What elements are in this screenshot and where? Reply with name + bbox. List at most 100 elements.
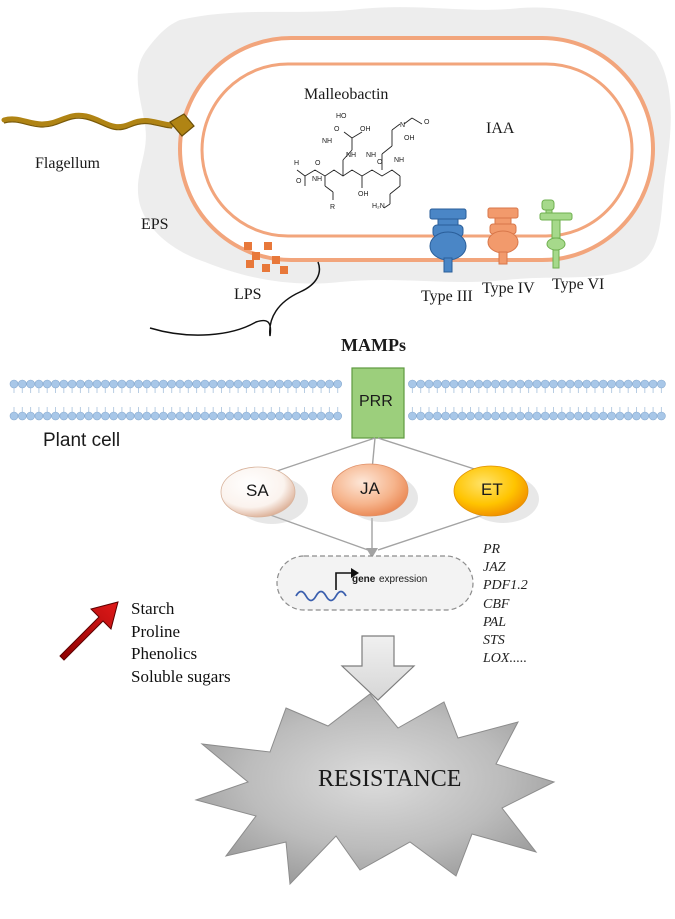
signaling-connectors <box>261 437 493 551</box>
gene-item: PAL <box>483 614 507 630</box>
metabolite-item: Phenolics <box>131 644 198 663</box>
lipid-head <box>275 379 284 389</box>
atom-label: OH <box>360 126 371 133</box>
lipid-head <box>101 379 110 389</box>
lipid-head <box>117 411 127 421</box>
lipid-head <box>225 411 235 421</box>
lipid-head <box>109 379 118 389</box>
plant-membrane <box>9 379 666 421</box>
lipid-head <box>449 411 459 421</box>
atom-label: NH <box>322 138 332 145</box>
lipid-head <box>134 379 143 389</box>
lipid-head <box>258 379 268 389</box>
promoter-arrowhead-icon <box>351 568 359 578</box>
lipid-head <box>184 379 193 389</box>
lipid-head <box>590 379 600 389</box>
lipid-head <box>657 411 666 421</box>
lipid-head <box>574 379 583 389</box>
lipid-head <box>34 411 44 421</box>
lipid-head <box>266 379 276 389</box>
lipid-head <box>101 411 110 421</box>
lipid-head <box>499 379 509 389</box>
lipid-head <box>308 379 318 389</box>
lipid-head <box>92 379 102 389</box>
gene-item: CBF <box>483 596 510 612</box>
lipid-head <box>167 411 176 421</box>
lipid-head <box>150 411 160 421</box>
lipid-head <box>507 379 517 389</box>
atom-label: OH <box>358 191 369 198</box>
lipid-head <box>217 379 226 389</box>
lipid-head <box>250 411 259 421</box>
gene-item: PR <box>483 542 501 557</box>
sa-node <box>220 466 296 518</box>
flagellum-filament <box>1 112 175 130</box>
lipid-head <box>17 379 27 389</box>
lipid-head <box>300 411 309 421</box>
lipid-head <box>582 379 592 389</box>
atom-label: NH <box>394 157 404 164</box>
lipid-head <box>51 411 60 421</box>
type-iv-secretion-system <box>487 207 519 265</box>
lipid-head <box>408 379 417 389</box>
atom-label: O <box>315 160 321 167</box>
lipid-head <box>67 411 77 421</box>
lipid-head <box>308 411 318 421</box>
lipid-head <box>474 379 484 389</box>
lipid-head <box>499 411 509 421</box>
lipid-head <box>42 411 52 421</box>
mamps-brace <box>149 261 321 337</box>
lipid-head <box>192 411 201 421</box>
mamps-label: MAMPs <box>341 335 406 355</box>
lipid-head <box>416 411 426 421</box>
atom-label: N <box>400 122 405 129</box>
atom-label: NH <box>346 152 356 159</box>
lipid-head <box>574 411 583 421</box>
lipid-head <box>598 411 608 421</box>
eps-label: EPS <box>141 216 169 233</box>
lipid-head <box>34 379 44 389</box>
gene-item: PDF1.2 <box>483 578 528 594</box>
lipid-head <box>615 411 625 421</box>
lipid-head <box>150 379 160 389</box>
converge-arrowhead <box>366 548 378 558</box>
lipid-head <box>540 379 550 389</box>
lipid-head <box>565 379 575 389</box>
lipid-head <box>565 411 575 421</box>
lipid-head <box>607 411 616 421</box>
lipid-head <box>549 411 558 421</box>
flagellum-motor <box>169 113 195 137</box>
lipid-head <box>515 379 525 389</box>
iaa-label: IAA <box>486 120 515 137</box>
lipid-head <box>283 379 293 389</box>
lipid-head <box>17 411 27 421</box>
lipid-head <box>540 411 550 421</box>
sa-label: SA <box>246 481 269 500</box>
lipid-head <box>623 411 633 421</box>
lipid-head <box>432 411 442 421</box>
lipid-head <box>76 411 85 421</box>
metabolite-item: Proline <box>131 621 181 641</box>
atom-label: R <box>330 204 335 211</box>
lipid-head <box>491 379 500 389</box>
lipid-head <box>590 411 600 421</box>
atom-label: O <box>377 159 383 166</box>
increase-arrow-icon <box>59 601 119 661</box>
lipid-head <box>657 379 666 389</box>
lipid-head <box>84 379 93 389</box>
type-vi-label: Type VI <box>552 276 605 293</box>
lipid-head <box>615 379 625 389</box>
lipid-head <box>167 379 176 389</box>
lipid-head <box>67 379 77 389</box>
lipid-head <box>291 411 301 421</box>
lipid-head <box>125 379 135 389</box>
lipid-head <box>557 379 567 389</box>
lipid-head <box>640 379 650 389</box>
lipid-head <box>632 379 641 389</box>
lipid-head <box>457 379 467 389</box>
lipid-head <box>9 379 19 389</box>
lipid-head <box>233 379 243 389</box>
lipid-head <box>291 379 301 389</box>
lipid-head <box>607 379 616 389</box>
